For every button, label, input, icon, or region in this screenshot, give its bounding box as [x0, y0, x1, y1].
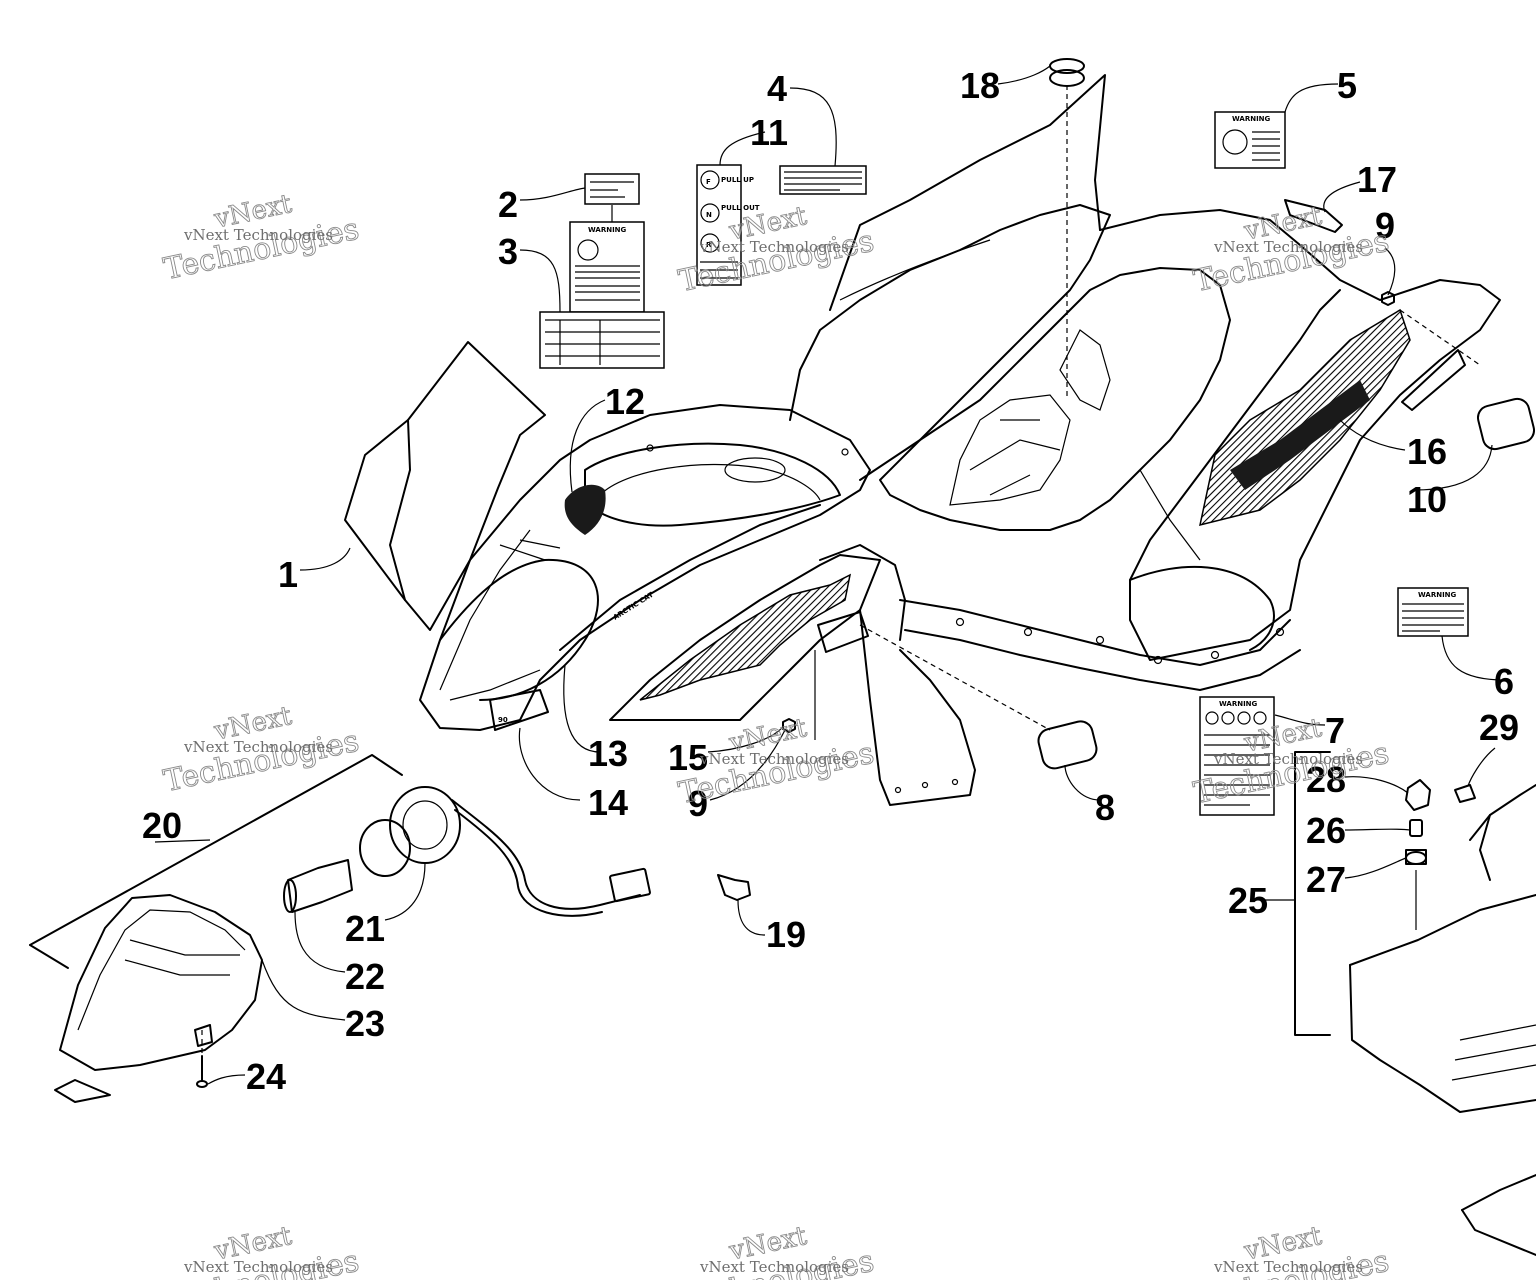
callout-23: 23 [345, 1003, 385, 1044]
callout-29: 29 [1479, 707, 1519, 748]
callout-28: 28 [1306, 759, 1346, 800]
decal-5-warning-text: WARNING [1232, 115, 1271, 123]
callout-3: 3 [498, 231, 518, 272]
watermark-small-bottom-right: vNext Technologies [1213, 1258, 1363, 1276]
callout-27: 27 [1306, 859, 1346, 900]
decal-labels: WARNING F N R PULL UP PULL OUT WARNING W… [539, 111, 1469, 816]
headlight-assembly [29, 754, 651, 1103]
decal-7-warning-text: WARNING [1219, 700, 1258, 708]
callout-15: 15 [668, 737, 708, 778]
callout-18: 18 [960, 65, 1000, 106]
callout-7: 7 [1325, 710, 1345, 751]
decal-2 [584, 173, 640, 205]
watermark-small-mid-right: vNext Technologies [1213, 750, 1363, 768]
gear-pull-out: PULL OUT [721, 204, 760, 212]
gear-f: F [706, 178, 711, 186]
callout-25: 25 [1228, 880, 1268, 921]
callout-8: 8 [1095, 787, 1115, 828]
callout-10: 10 [1407, 479, 1447, 520]
callout-24: 24 [246, 1056, 286, 1097]
watermark-small-top-left: vNext Technologies [183, 226, 333, 244]
callout-22: 22 [345, 956, 385, 997]
leader-lines [154, 65, 1506, 1085]
callout-9-upper: 9 [1375, 205, 1395, 246]
callout-1: 1 [278, 554, 298, 595]
decal-5 [1214, 111, 1286, 169]
callout-12: 12 [605, 381, 645, 422]
small-parts [196, 58, 1536, 1088]
callout-21: 21 [345, 908, 385, 949]
callout-2: 2 [498, 184, 518, 225]
decal-6 [1397, 587, 1469, 637]
gear-pull-up: PULL UP [721, 176, 754, 184]
brand-text: ARCTIC CAT [612, 591, 655, 622]
callout-17: 17 [1357, 159, 1397, 200]
callout-26: 26 [1306, 810, 1346, 851]
decal-3-warning-text: WARNING [588, 226, 627, 234]
callout-11: 11 [750, 112, 788, 153]
callout-4: 4 [767, 68, 787, 109]
watermark-small-top-right: vNext Technologies [1213, 238, 1363, 256]
gear-n: N [706, 211, 712, 219]
callout-13: 13 [588, 733, 628, 774]
decal-3-lower [539, 311, 665, 369]
decal-11-gear [696, 164, 742, 286]
watermark-small-mid-center: vNext Technologies [699, 750, 849, 768]
callout-14: 14 [588, 782, 628, 823]
decal-6-warning-text: WARNING [1418, 591, 1457, 599]
callout-19: 19 [766, 914, 806, 955]
watermark-small-top-center: vNext Technologies [699, 238, 849, 256]
footwell-assembly [1294, 751, 1536, 1256]
decal-4 [779, 165, 867, 195]
callout-5: 5 [1337, 65, 1357, 106]
body-assembly: ARCTIC CAT 90 [344, 74, 1501, 806]
callout-20: 20 [142, 805, 182, 846]
decal-3-upper [569, 221, 645, 313]
watermark-small-bottom-left: vNext Technologies [183, 1258, 333, 1276]
watermark-small-mid-left: vNext Technologies [183, 738, 333, 756]
gear-r: R [706, 241, 712, 249]
arctic-cat-emblem [564, 484, 606, 535]
callout-6: 6 [1494, 661, 1514, 702]
callout-numbers: 1 2 3 4 5 6 7 8 9 9 10 11 12 13 14 15 16… [142, 65, 1519, 1097]
dvx-decal [1230, 380, 1370, 490]
callout-16: 16 [1407, 431, 1447, 472]
model-badge-text: 90 [498, 716, 508, 724]
callout-9-lower: 9 [688, 783, 708, 824]
watermark-small-bottom-center: vNext Technologies [699, 1258, 849, 1276]
